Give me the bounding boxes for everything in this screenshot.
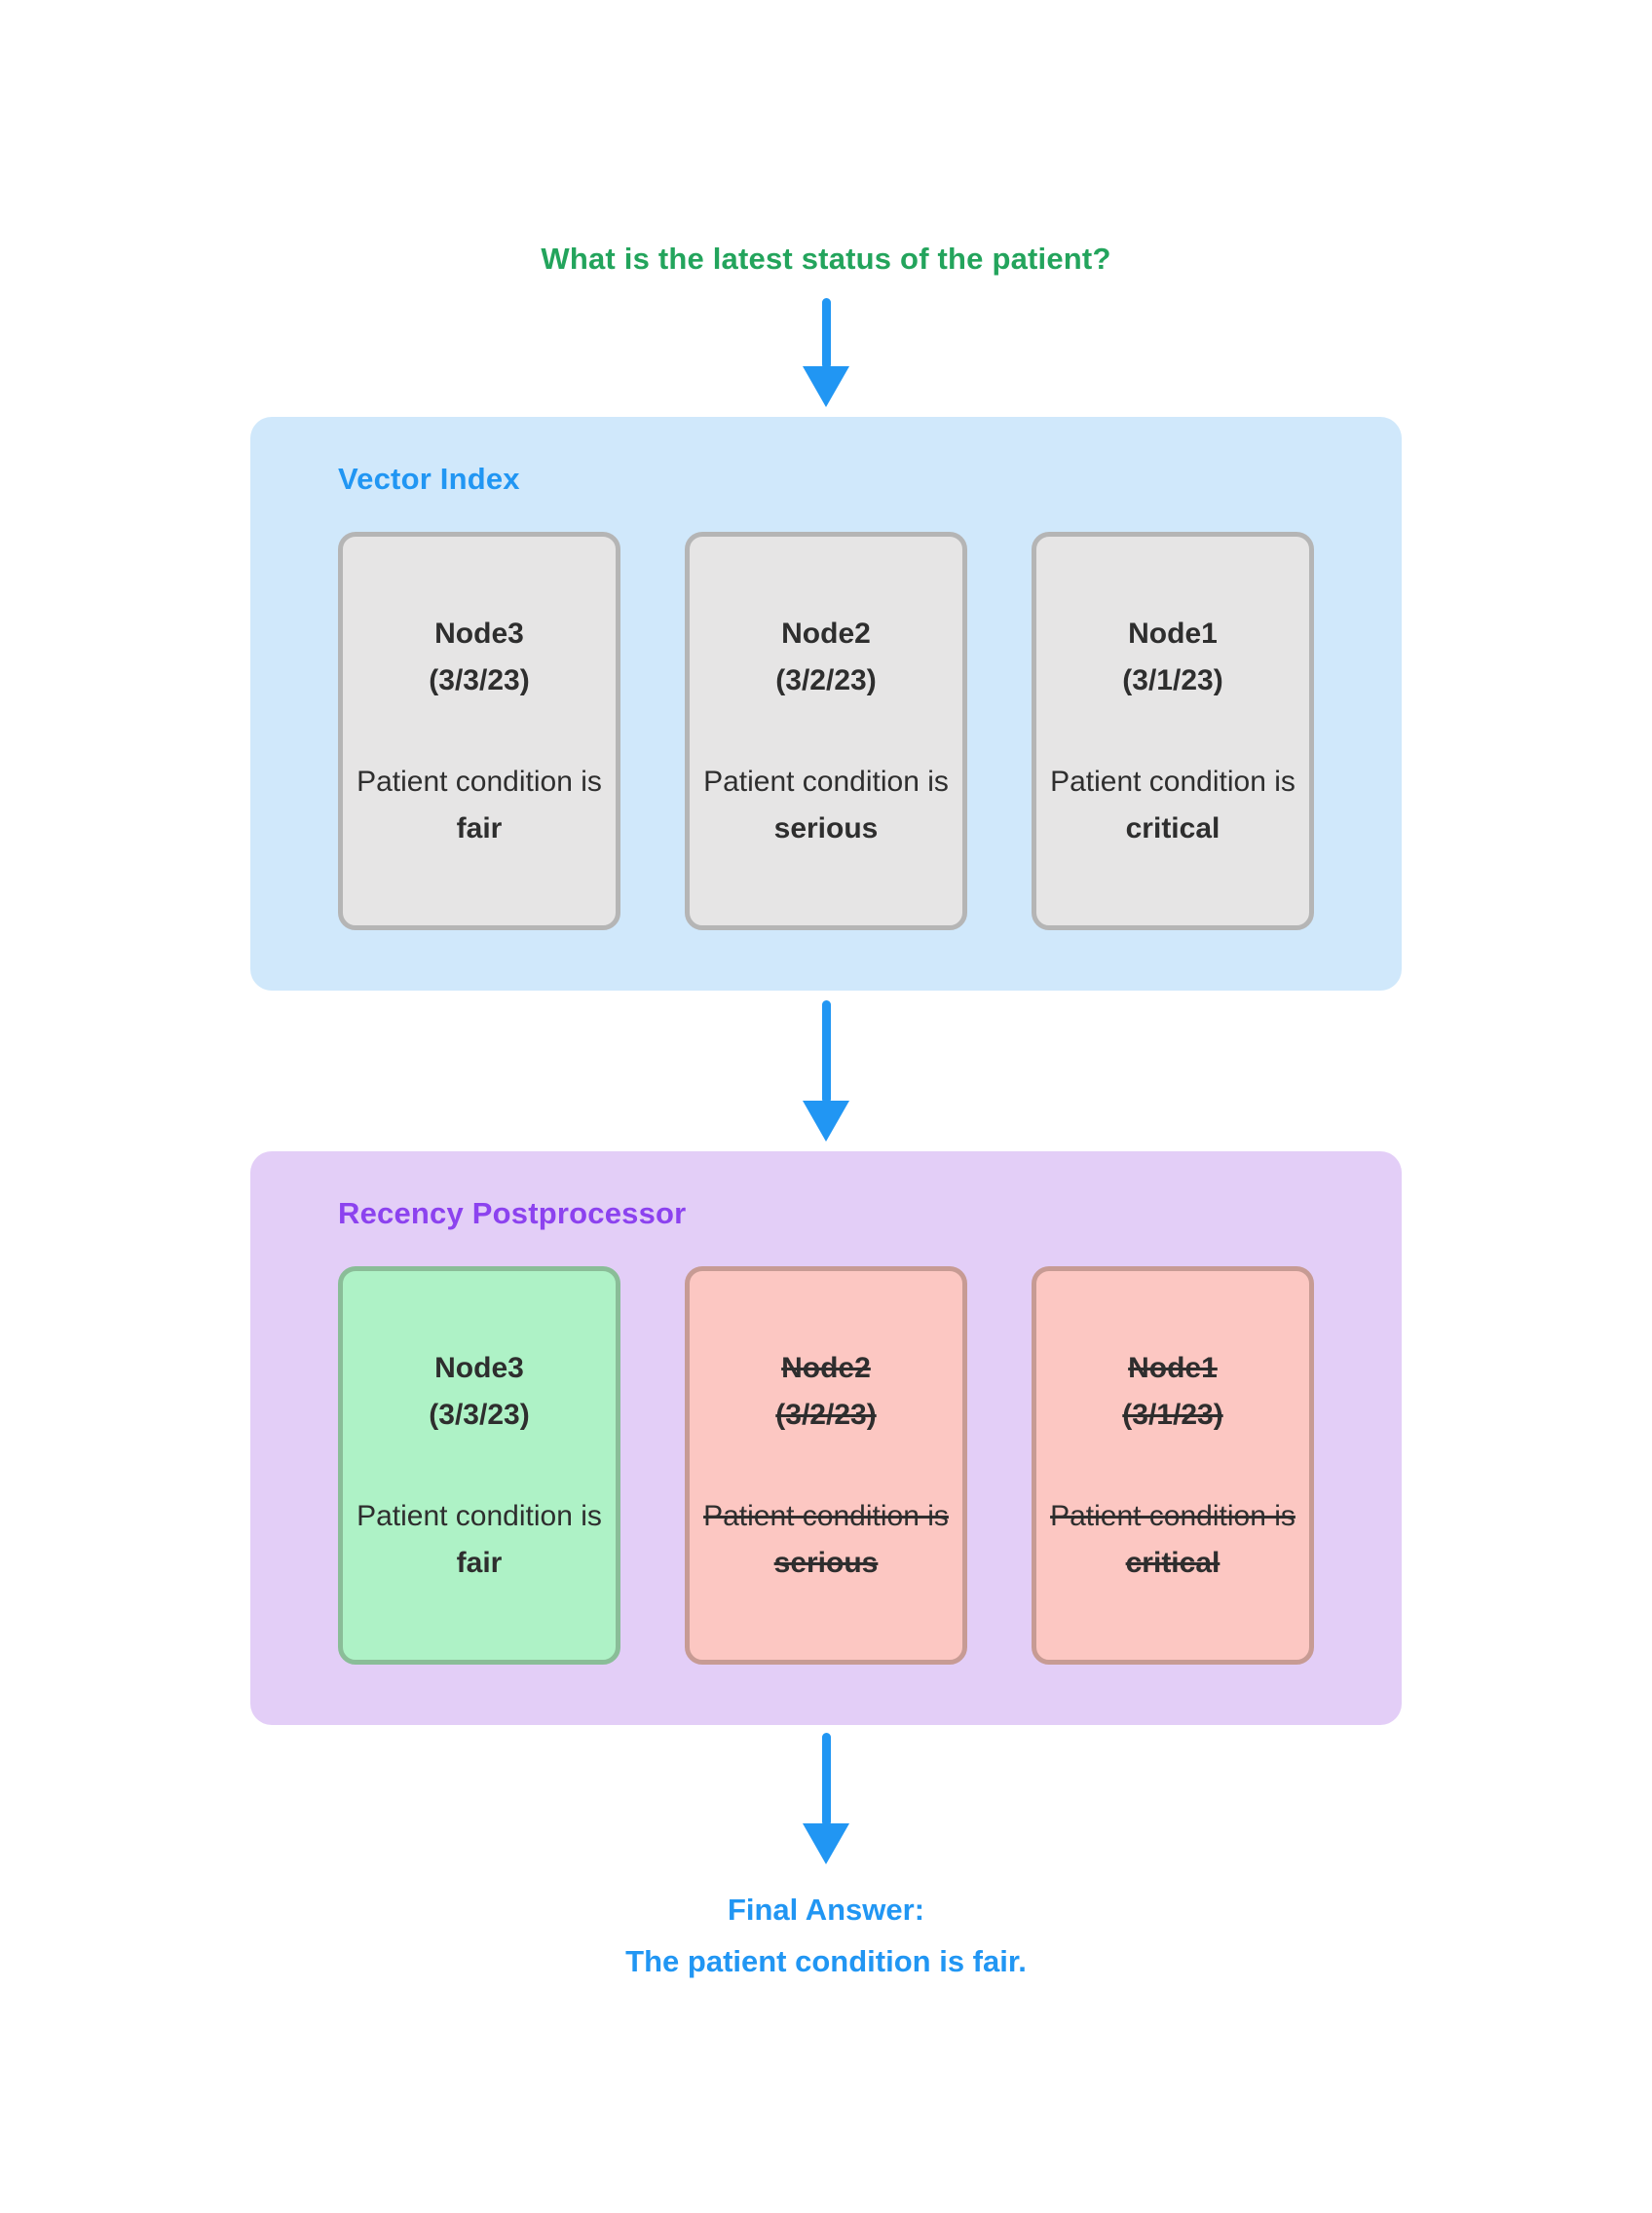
recency-cards-row: Node3 (3/3/23) Patient condition is fair…	[338, 1266, 1314, 1665]
node-body-text: Patient condition is	[357, 1499, 602, 1532]
node-body: Patient condition is serious	[701, 759, 951, 852]
node-body: Patient condition is critical	[1048, 1493, 1297, 1587]
node-heading: Node1 (3/1/23)	[1122, 1345, 1222, 1439]
node-card-node2-retrieved: Node2 (3/2/23) Patient condition is seri…	[685, 532, 967, 930]
node-date: (3/3/23)	[429, 663, 530, 696]
down-arrow-icon	[797, 1000, 855, 1142]
node-date: (3/3/23)	[429, 1398, 530, 1431]
node-date: (3/2/23)	[775, 663, 877, 696]
node-date: (3/2/23)	[775, 1398, 877, 1431]
node-body-text: Patient condition is	[357, 765, 602, 798]
node-title: Node3	[434, 1351, 524, 1384]
node-card-node1-retrieved: Node1 (3/1/23) Patient condition is crit…	[1032, 532, 1314, 930]
node-status: serious	[773, 1546, 879, 1579]
node-body: Patient condition is serious	[701, 1493, 951, 1587]
arrow-stem	[821, 1000, 831, 1104]
node-body-text: Patient condition is	[1050, 1499, 1295, 1532]
node-status: critical	[1125, 1546, 1220, 1579]
node-date: (3/1/23)	[1122, 663, 1223, 696]
arrow-stem	[821, 1733, 831, 1826]
vector-index-cards-row: Node3 (3/3/23) Patient condition is fair…	[338, 532, 1314, 930]
node-card-node2-discarded: Node2 (3/2/23) Patient condition is seri…	[685, 1266, 967, 1665]
vector-index-title: Vector Index	[338, 462, 520, 496]
node-title: Node2	[781, 1351, 871, 1384]
node-status: fair	[456, 811, 503, 844]
node-heading: Node1 (3/1/23)	[1122, 611, 1222, 704]
node-body: Patient condition is fair	[355, 1493, 604, 1587]
node-heading: Node3 (3/3/23)	[429, 611, 529, 704]
node-heading: Node2 (3/2/23)	[775, 1345, 876, 1439]
node-body-text: Patient condition is	[703, 765, 949, 798]
recency-postprocessor-panel: Recency Postprocessor Node3 (3/3/23) Pat…	[250, 1151, 1402, 1725]
node-card-node3-kept: Node3 (3/3/23) Patient condition is fair	[338, 1266, 620, 1665]
node-date: (3/1/23)	[1122, 1398, 1223, 1431]
node-body: Patient condition is fair	[355, 759, 604, 852]
question-text: What is the latest status of the patient…	[541, 242, 1111, 276]
arrow-stem	[821, 298, 831, 369]
node-status: critical	[1125, 811, 1220, 844]
node-title: Node1	[1128, 1351, 1218, 1384]
node-card-node3-retrieved: Node3 (3/3/23) Patient condition is fair	[338, 532, 620, 930]
node-heading: Node2 (3/2/23)	[775, 611, 876, 704]
arrow-head	[803, 1823, 849, 1864]
node-body-text: Patient condition is	[703, 1499, 949, 1532]
node-status: fair	[456, 1546, 503, 1579]
node-body: Patient condition is critical	[1048, 759, 1297, 852]
final-answer-label: Final Answer:	[727, 1893, 925, 1927]
node-card-node1-discarded: Node1 (3/1/23) Patient condition is crit…	[1032, 1266, 1314, 1665]
recency-postprocessor-title: Recency Postprocessor	[338, 1196, 687, 1230]
down-arrow-icon	[797, 1733, 855, 1864]
arrow-head	[803, 1101, 849, 1142]
arrow-head	[803, 366, 849, 407]
node-body-text: Patient condition is	[1050, 765, 1295, 798]
final-answer: Final Answer: The patient condition is f…	[0, 1884, 1652, 1987]
node-title: Node3	[434, 617, 524, 650]
node-title: Node1	[1128, 617, 1218, 650]
node-heading: Node3 (3/3/23)	[429, 1345, 529, 1439]
final-answer-text: The patient condition is fair.	[625, 1944, 1027, 1978]
node-title: Node2	[781, 617, 871, 650]
vector-index-panel: Vector Index Node3 (3/3/23) Patient cond…	[250, 417, 1402, 991]
down-arrow-icon	[797, 298, 855, 407]
node-status: serious	[773, 811, 879, 844]
